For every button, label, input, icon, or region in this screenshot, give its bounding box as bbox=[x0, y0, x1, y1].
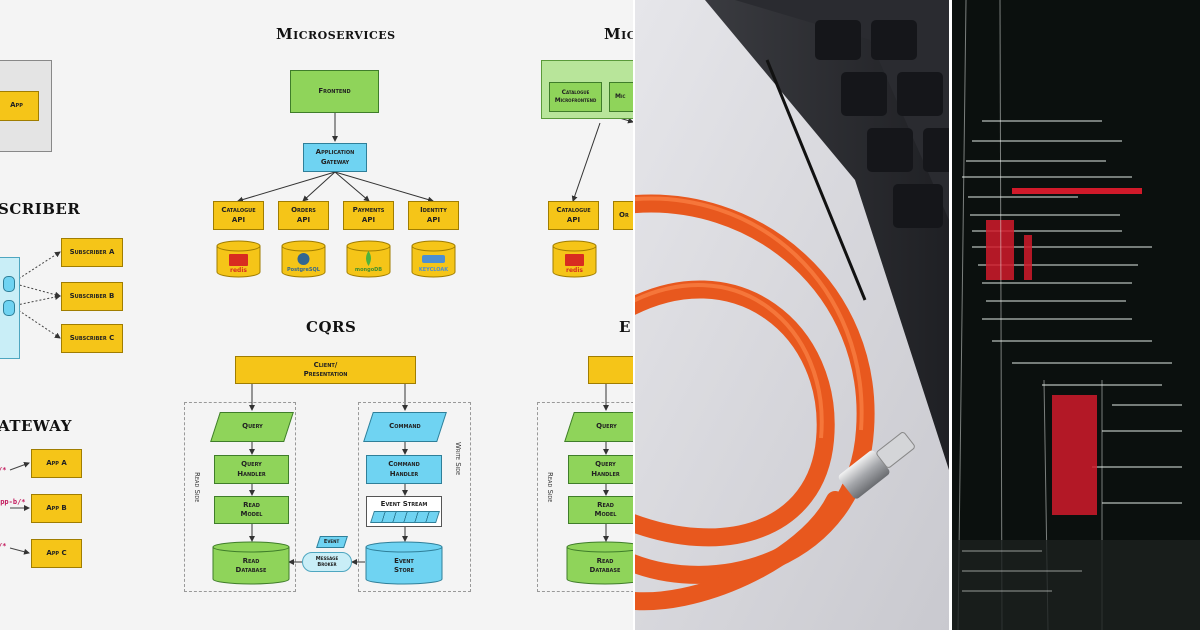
app-b-box: App B bbox=[31, 494, 82, 523]
query-label: Query bbox=[241, 422, 263, 431]
frontend-box: Frontend bbox=[290, 70, 379, 113]
read-database-icon-copy: Read Database bbox=[566, 541, 633, 585]
application-gateway-box: Application Gateway bbox=[303, 143, 367, 172]
microservices-title-fragment: Mic bbox=[604, 25, 633, 43]
topic-queue-icon bbox=[3, 300, 15, 316]
subscriber-c-box: Subscriber C bbox=[61, 324, 123, 353]
command-handler-label: Command Handler bbox=[388, 460, 420, 478]
event-store-icon: Event Store bbox=[365, 541, 443, 585]
write-side-label: Write Side bbox=[454, 442, 462, 476]
mongodb-logo-text: mongoDB bbox=[354, 267, 383, 273]
catalogue-microfrontend-box: Catalogue Microfrontend bbox=[549, 82, 602, 112]
mongodb-database-icon: mongoDB bbox=[346, 240, 391, 278]
postgresql-database-icon: PostgreSQL bbox=[281, 240, 326, 278]
redis-logo-text: redis bbox=[230, 267, 247, 274]
command-handler-box: Command Handler bbox=[366, 455, 442, 484]
microfrontend-box-fragment: Mic bbox=[609, 82, 633, 112]
app-box: App bbox=[0, 91, 39, 121]
keycloak-database-icon: KEYCLOAK bbox=[411, 240, 456, 278]
route-label: /pp-b/* bbox=[0, 498, 26, 506]
catalogue-microfrontend-label: Catalogue Microfrontend bbox=[554, 89, 597, 104]
cqrs-title-fragment: E bbox=[619, 318, 631, 336]
event-store-label: Event Store bbox=[394, 556, 414, 574]
query-handler-box: Query Handler bbox=[214, 455, 289, 484]
query-handler-label: Query Handler bbox=[237, 460, 266, 478]
event-box: Event bbox=[316, 536, 348, 548]
read-side-region-copy bbox=[537, 402, 633, 592]
read-model-box: Read Model bbox=[214, 496, 289, 524]
query-copy-label: Query bbox=[595, 422, 617, 431]
app-b-label: App B bbox=[46, 503, 67, 512]
client-box-fragment bbox=[588, 356, 633, 384]
postgresql-logo-text: PostgreSQL bbox=[287, 267, 320, 273]
query-box: Query bbox=[210, 412, 294, 442]
payments-api-box: Payments API bbox=[343, 201, 394, 230]
read-side-region bbox=[184, 402, 296, 592]
catalogue-api-box: Catalogue API bbox=[213, 201, 264, 230]
app-a-box: App A bbox=[31, 449, 82, 478]
read-side-label: Read Side bbox=[193, 472, 201, 503]
route-label: /* bbox=[0, 542, 7, 550]
route-label: /* bbox=[0, 466, 7, 474]
app-a-label: App A bbox=[46, 458, 67, 467]
frontend-label: Frontend bbox=[318, 86, 351, 95]
microfrontend-fragment-label: Mic bbox=[615, 93, 626, 101]
message-broker-box: Message Broker bbox=[302, 552, 352, 572]
cable-photo-illustration bbox=[635, 0, 949, 630]
usb-cable-photo bbox=[635, 0, 949, 630]
read-model-box-copy: Read Model bbox=[568, 496, 633, 524]
redis-database-icon: redis bbox=[216, 240, 261, 278]
read-database-icon: Read Database bbox=[212, 541, 290, 585]
command-box: Command bbox=[363, 412, 447, 442]
redis-database-icon-copy: redis bbox=[552, 240, 597, 278]
event-stream-label: Event Stream bbox=[380, 500, 428, 508]
orders-api-fragment-label: Or bbox=[619, 210, 629, 219]
catalogue-api-label: Catalogue API bbox=[221, 206, 256, 224]
topic-queue-icon bbox=[3, 276, 15, 292]
app-label: App bbox=[10, 101, 23, 110]
read-model-copy-label: Read Model bbox=[594, 500, 617, 518]
diagram-connectors bbox=[9, 113, 633, 565]
event-stream-segments bbox=[370, 511, 440, 523]
orders-api-box-fragment: Or bbox=[613, 201, 633, 230]
read-side-label-copy: Read Side bbox=[546, 472, 554, 503]
application-gateway-label: Application Gateway bbox=[315, 148, 355, 166]
read-model-label: Read Model bbox=[240, 500, 263, 518]
orders-api-box: Orders API bbox=[278, 201, 329, 230]
microservices-title: Microservices bbox=[276, 25, 396, 43]
cqrs-title: CQRS bbox=[306, 318, 357, 336]
catalogue-api-copy-label: Catalogue API bbox=[556, 206, 591, 224]
architecture-diagrams-panel: App SCRIBER Subscriber A Subscriber B Su… bbox=[0, 25, 633, 592]
client-presentation-box: Client/ Presentation bbox=[235, 356, 416, 384]
message-broker-label: Message Broker bbox=[315, 555, 339, 569]
read-database-copy-label: Read Database bbox=[589, 556, 621, 574]
catalogue-api-box-copy: Catalogue API bbox=[548, 201, 599, 230]
code-screen-illustration bbox=[952, 0, 1200, 630]
subscriber-c-label: Subscriber C bbox=[69, 333, 115, 342]
write-side-region bbox=[358, 402, 471, 592]
redis-logo-text-copy: redis bbox=[566, 267, 583, 274]
client-presentation-label: Client/ Presentation bbox=[303, 360, 348, 378]
subscriber-a-label: Subscriber A bbox=[69, 247, 115, 256]
orders-api-label: Orders API bbox=[291, 206, 316, 224]
panel-divider bbox=[949, 0, 952, 630]
app-c-label: App C bbox=[46, 548, 67, 557]
app-c-box: App C bbox=[31, 539, 82, 568]
identity-api-box: Identity API bbox=[408, 201, 459, 230]
query-handler-box-copy: Query Handler bbox=[568, 455, 633, 484]
command-label: Command bbox=[389, 422, 421, 431]
subscriber-b-box: Subscriber B bbox=[61, 282, 123, 311]
subscriber-a-box: Subscriber A bbox=[61, 238, 123, 267]
gateway-title-fragment: ATEWAY bbox=[0, 417, 72, 435]
read-database-label: Read Database bbox=[235, 556, 267, 574]
identity-api-label: Identity API bbox=[420, 206, 447, 224]
payments-api-label: Payments API bbox=[352, 206, 385, 224]
pubsub-title-fragment: SCRIBER bbox=[0, 200, 81, 218]
query-handler-copy-label: Query Handler bbox=[591, 460, 620, 478]
event-label: Event bbox=[324, 538, 340, 545]
terminal-code-photo bbox=[952, 0, 1200, 630]
query-box-copy: Query bbox=[564, 412, 633, 442]
subscriber-b-label: Subscriber B bbox=[69, 291, 115, 300]
keycloak-logo-text: KEYCLOAK bbox=[418, 267, 449, 273]
